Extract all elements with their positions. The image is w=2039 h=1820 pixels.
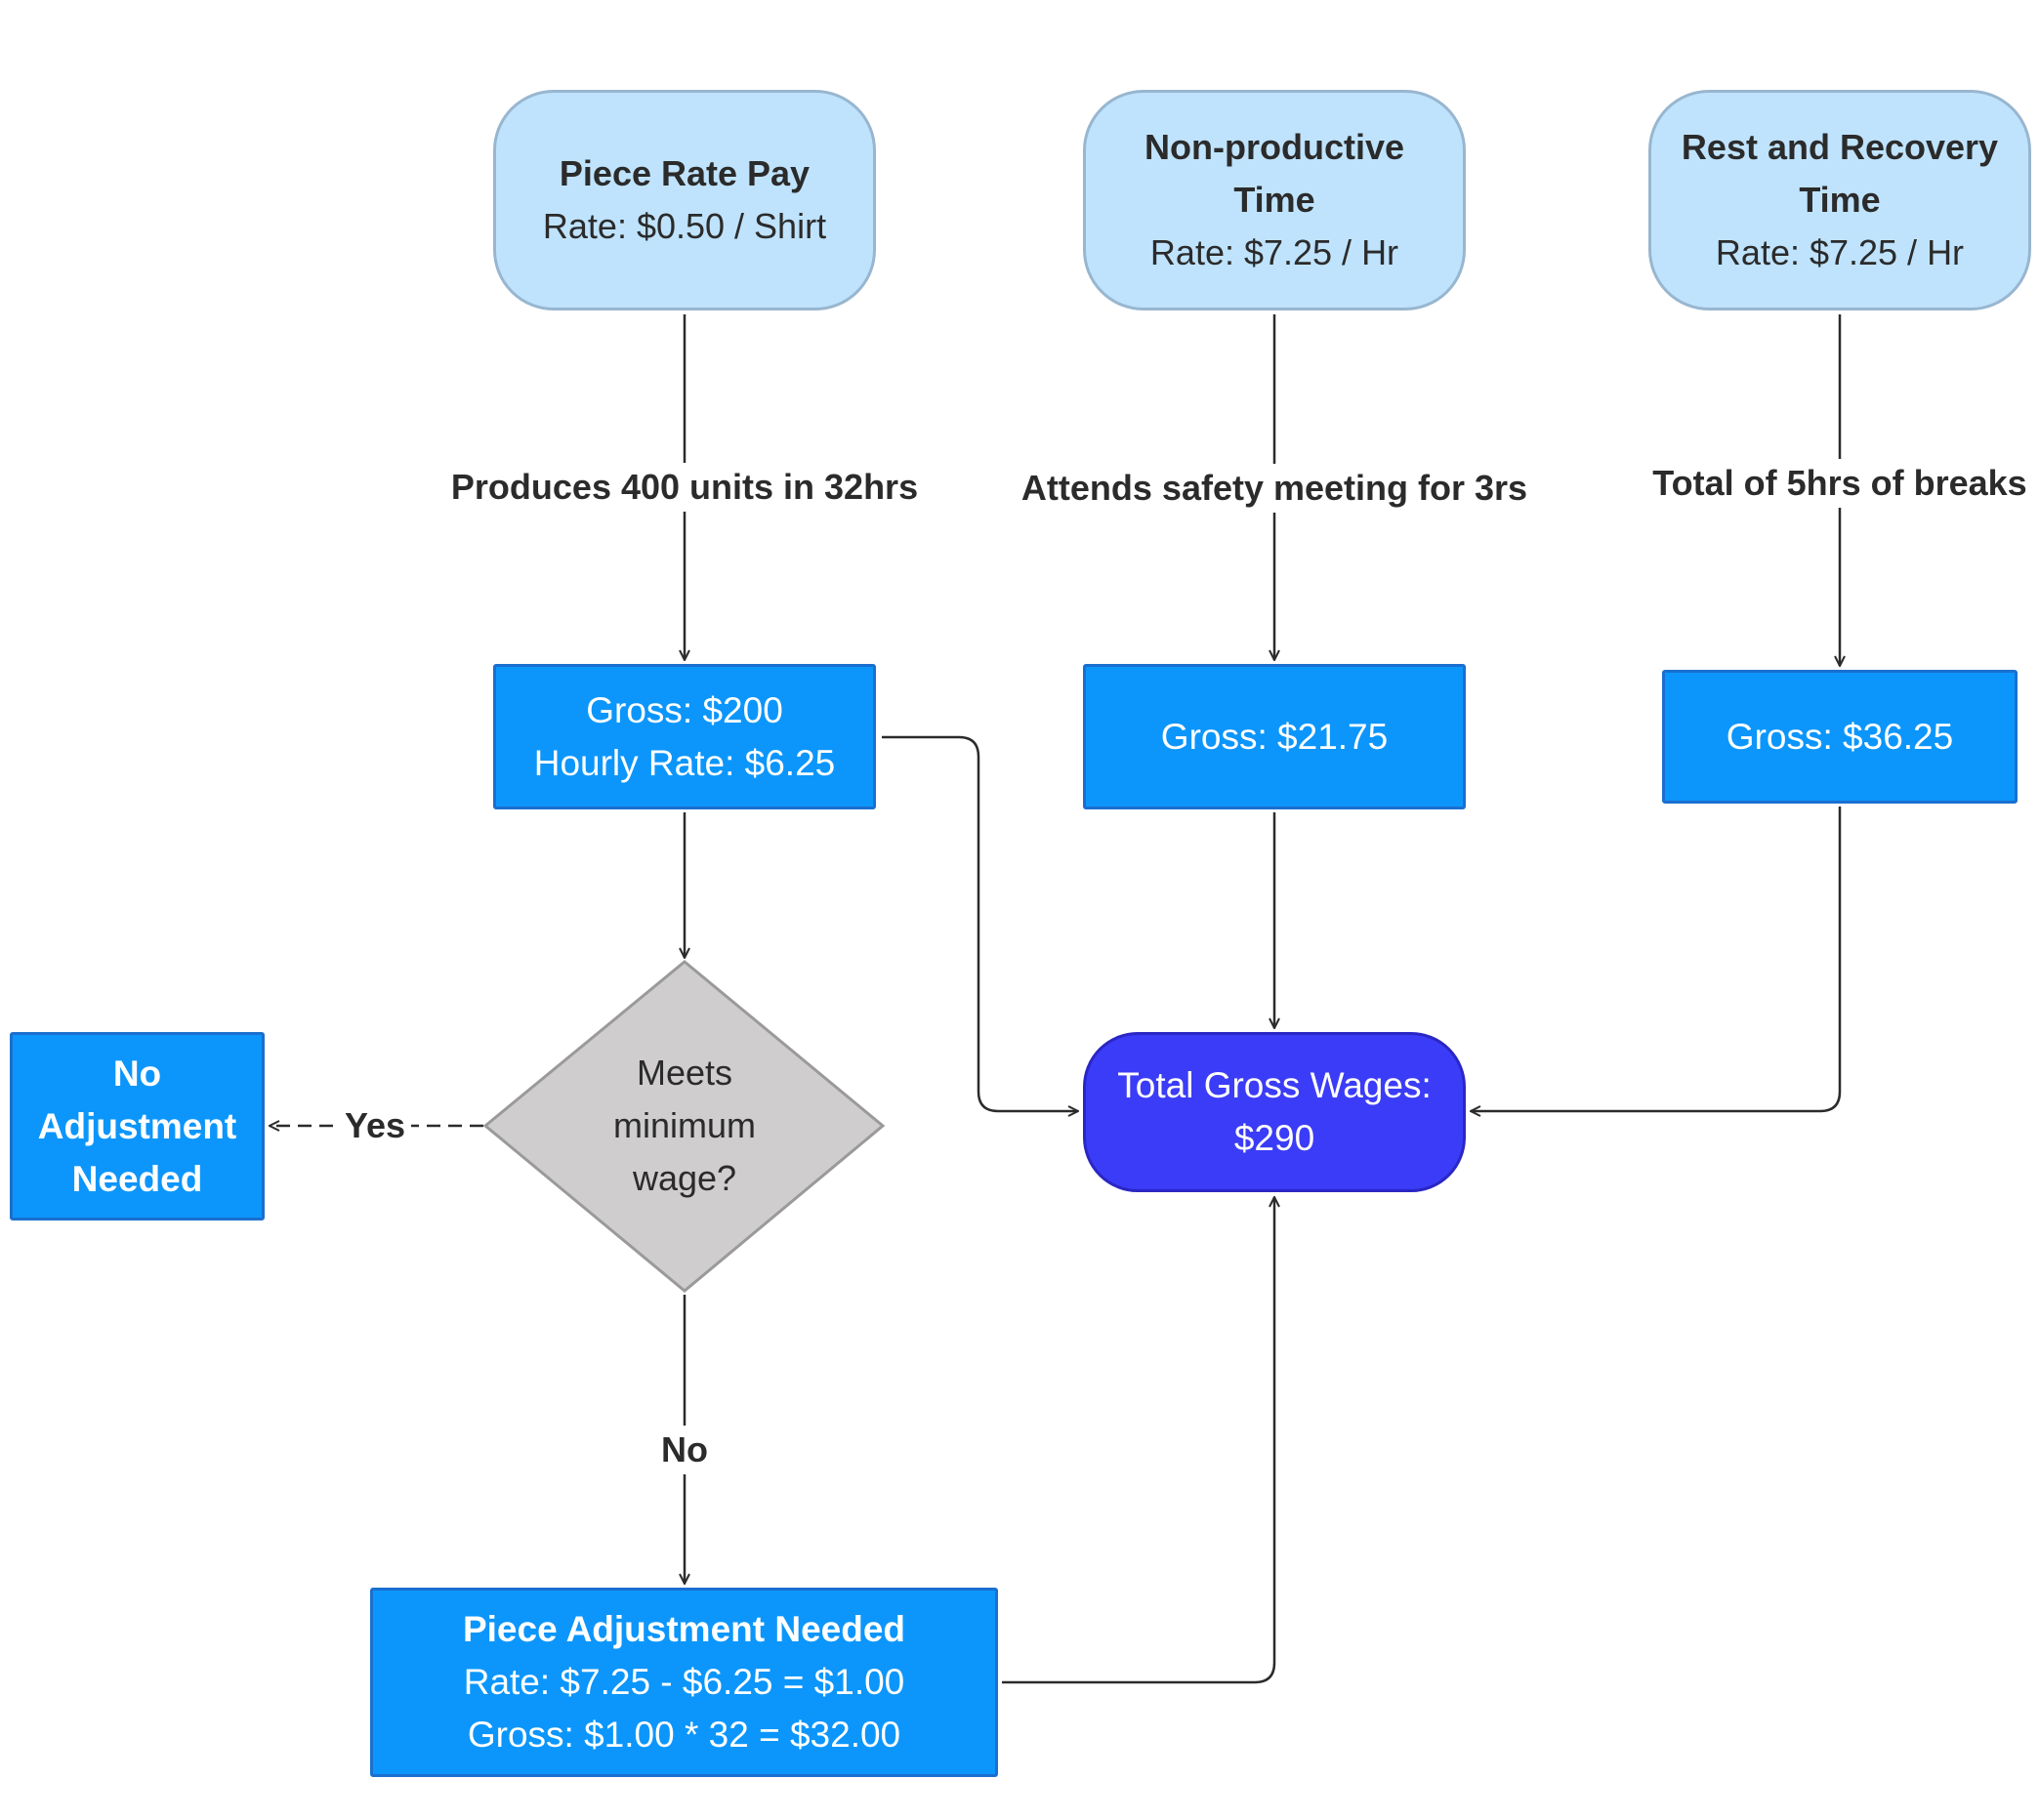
no-adjustment-line-1: No	[112, 1053, 162, 1094]
gross-rest-node: Gross: $36.25	[1662, 670, 2018, 804]
decision-line-3: wage?	[632, 1158, 737, 1198]
gross-rest-amount: Gross: $36.25	[1726, 716, 1954, 757]
edge-label-produces: Produces 400 units in 32hrs	[440, 463, 929, 512]
gross-piece-node: Gross: $200 Hourly Rate: $6.25	[493, 664, 876, 809]
gross-nonproductive-amount: Gross: $21.75	[1160, 716, 1389, 757]
piece-adjustment-gross: Gross: $1.00 * 32 = $32.00	[467, 1715, 901, 1755]
non-productive-title-2: Time	[1233, 180, 1315, 220]
non-productive-rate: Rate: $7.25 / Hr	[1149, 232, 1399, 272]
rest-recovery-time-node: Rest and Recovery Time Rate: $7.25 / Hr	[1648, 90, 2031, 310]
edge-label-no: No	[645, 1426, 725, 1474]
piece-adjustment-rate: Rate: $7.25 - $6.25 = $1.00	[463, 1662, 905, 1702]
edge-gross-piece-to-total	[882, 735, 1078, 1111]
edge-gross-rest-to-total	[1471, 807, 1842, 1111]
piece-rate-pay-node: Piece Rate Pay Rate: $0.50 / Shirt	[493, 90, 876, 310]
edge-label-yes: Yes	[339, 1101, 411, 1150]
decision-line-1: Meets	[636, 1053, 733, 1093]
piece-rate-pay-rate: Rate: $0.50 / Shirt	[542, 206, 827, 246]
rest-recovery-title-2: Time	[1799, 180, 1881, 220]
no-adjustment-node: No Adjustment Needed	[10, 1032, 265, 1220]
gross-nonproductive-node: Gross: $21.75	[1083, 664, 1466, 809]
edge-adjustment-to-total	[1002, 1197, 1274, 1684]
piece-adjustment-title: Piece Adjustment Needed	[462, 1609, 906, 1649]
piece-rate-pay-title: Piece Rate Pay	[559, 153, 811, 193]
no-adjustment-line-3: Needed	[71, 1158, 203, 1199]
total-gross-label: Total Gross Wages:	[1117, 1065, 1432, 1105]
total-gross-amount: $290	[1233, 1118, 1315, 1158]
non-productive-title-1: Non-productive	[1144, 127, 1404, 167]
rest-recovery-title-1: Rest and Recovery	[1681, 127, 1999, 167]
decision-line-2: minimum	[612, 1105, 756, 1145]
non-productive-time-node: Non-productive Time Rate: $7.25 / Hr	[1083, 90, 1466, 310]
gross-piece-amount: Gross: $200	[586, 689, 783, 730]
gross-piece-hourly: Hourly Rate: $6.25	[533, 742, 836, 783]
piece-adjustment-node: Piece Adjustment Needed Rate: $7.25 - $6…	[370, 1588, 998, 1777]
edge-label-breaks: Total of 5hrs of breaks	[1644, 459, 2035, 508]
decision-text: Meets minimum wage?	[547, 1047, 822, 1205]
edge-label-attends: Attends safety meeting for 3rs	[1006, 464, 1543, 513]
total-gross-wages-node: Total Gross Wages: $290	[1083, 1032, 1466, 1192]
rest-recovery-rate: Rate: $7.25 / Hr	[1715, 232, 1965, 272]
decision-diamond	[482, 960, 886, 1293]
no-adjustment-line-2: Adjustment	[37, 1105, 237, 1146]
